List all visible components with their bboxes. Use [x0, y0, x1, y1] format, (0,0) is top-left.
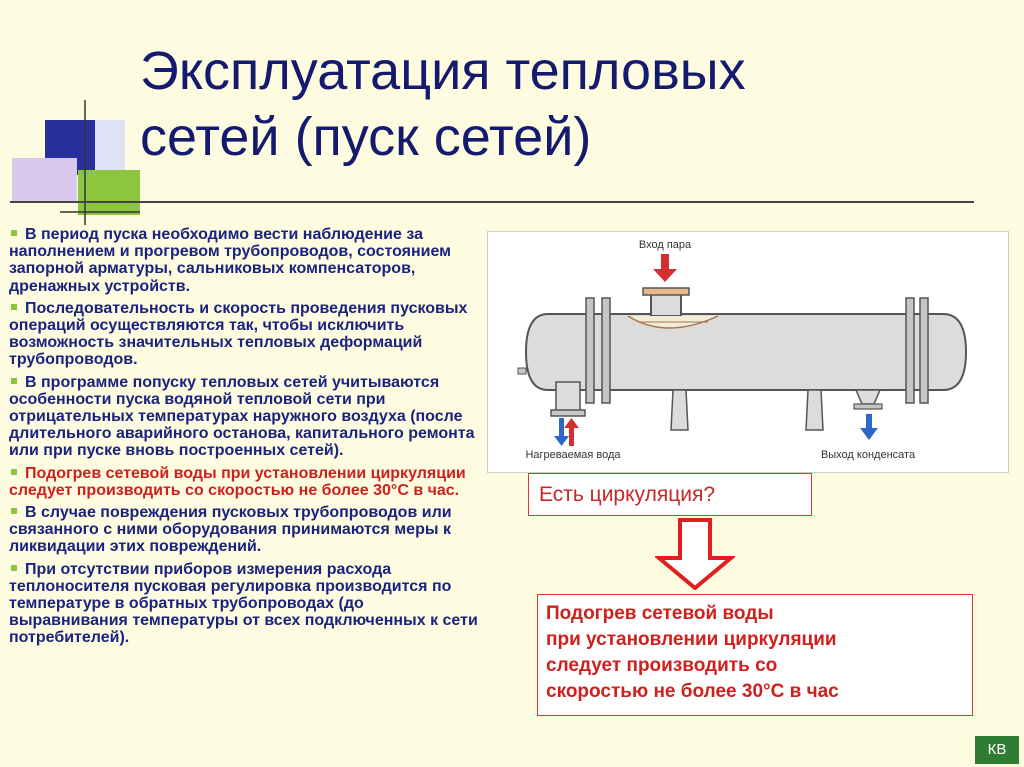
bullet-item: В случае повреждения пусковых трубопрово… — [9, 504, 479, 556]
bullet-marker-icon — [11, 304, 17, 311]
bullet-marker-icon — [11, 468, 17, 475]
circulation-question-box: Есть циркуляция? — [528, 473, 812, 516]
bullet-marker-icon — [11, 508, 17, 515]
condensate-flange — [853, 403, 883, 410]
deco-green-square — [78, 170, 140, 215]
left-flange-2 — [601, 297, 611, 404]
label-heated-water: Нагреваемая вода — [525, 449, 621, 461]
bullet-marker-icon — [11, 377, 17, 384]
result-line-4: скоростью не более 30°С в час — [546, 681, 839, 702]
condensate-arrow-shaft — [866, 414, 872, 430]
bullet-item: В программе попуску тепловых сетей учиты… — [9, 374, 479, 460]
title-line-2: сетей (пуск сетей) — [140, 107, 592, 167]
steam-nozzle-flange — [642, 287, 690, 296]
drain-nub — [517, 367, 527, 375]
deco-violet-square — [12, 158, 77, 203]
bullet-text: В случае повреждения пусковых трубопрово… — [9, 504, 452, 556]
bullet-text: Последовательность и скорость проведения… — [9, 299, 468, 369]
water-nozzle — [555, 381, 581, 413]
water-in-arrow-icon — [554, 436, 569, 446]
result-line-2: при установлении циркуляции — [546, 629, 837, 650]
result-line-3: следует производить со — [546, 655, 778, 676]
bullet-text: Подогрев сетевой воды при установлении ц… — [9, 464, 466, 499]
steam-arrow-shaft — [661, 254, 669, 270]
deco-light-square — [95, 120, 125, 170]
water-arrow-shaft-red — [569, 428, 574, 446]
label-steam-in: Вход пара — [639, 239, 692, 251]
water-arrow-shaft-blue — [559, 418, 564, 436]
support-right — [805, 389, 824, 431]
bullet-text: При отсутствии приборов измерения расход… — [9, 560, 478, 647]
bullet-item: Последовательность и скорость проведения… — [9, 300, 479, 369]
title-divider — [10, 201, 974, 203]
slide-title: Эксплуатация тепловых сетей (пуск сетей) — [140, 38, 1000, 170]
bullet-list: В период пуска необходимо вести наблюден… — [9, 226, 479, 652]
water-out-arrow-icon — [564, 418, 579, 428]
bullet-text: В программе попуску тепловых сетей учиты… — [9, 373, 475, 460]
bullet-marker-icon — [11, 230, 17, 237]
heat-exchanger-diagram: Вход пара Нагреваемая вода Выход конденс… — [517, 239, 968, 461]
bullet-item: В период пуска необходимо вести наблюден… — [9, 226, 479, 295]
shell-body — [524, 313, 968, 391]
circulation-question: Есть циркуляция? — [539, 483, 715, 506]
bullet-item: При отсутствии приборов измерения расход… — [9, 561, 479, 647]
slide-badge: КВ — [975, 736, 1019, 764]
label-condensate-out: Выход конденсата — [821, 449, 916, 461]
water-nozzle-flange — [550, 409, 586, 417]
bullet-text: В период пуска необходимо вести наблюден… — [9, 226, 452, 295]
left-flange-1 — [585, 297, 595, 404]
decorative-squares — [12, 100, 140, 225]
steam-in-arrow-icon — [653, 269, 677, 282]
bullet-marker-icon — [11, 564, 17, 571]
arrow-shape — [655, 518, 735, 590]
condensate-nozzle — [854, 389, 882, 405]
heat-exchanger-figure: Вход пара Нагреваемая вода Выход конденс… — [487, 231, 1009, 473]
right-flange-2 — [919, 297, 929, 404]
right-flange-1 — [905, 297, 915, 404]
bullet-item-highlight: Подогрев сетевой воды при установлении ц… — [9, 465, 479, 499]
condensate-out-arrow-icon — [860, 428, 878, 440]
title-line-1: Эксплуатация тепловых — [140, 41, 746, 101]
support-left — [670, 389, 689, 431]
result-line-1: Подогрев сетевой воды — [546, 603, 774, 624]
down-arrow-icon — [655, 518, 735, 590]
result-box: Подогрев сетевой воды при установлении ц… — [537, 594, 973, 716]
